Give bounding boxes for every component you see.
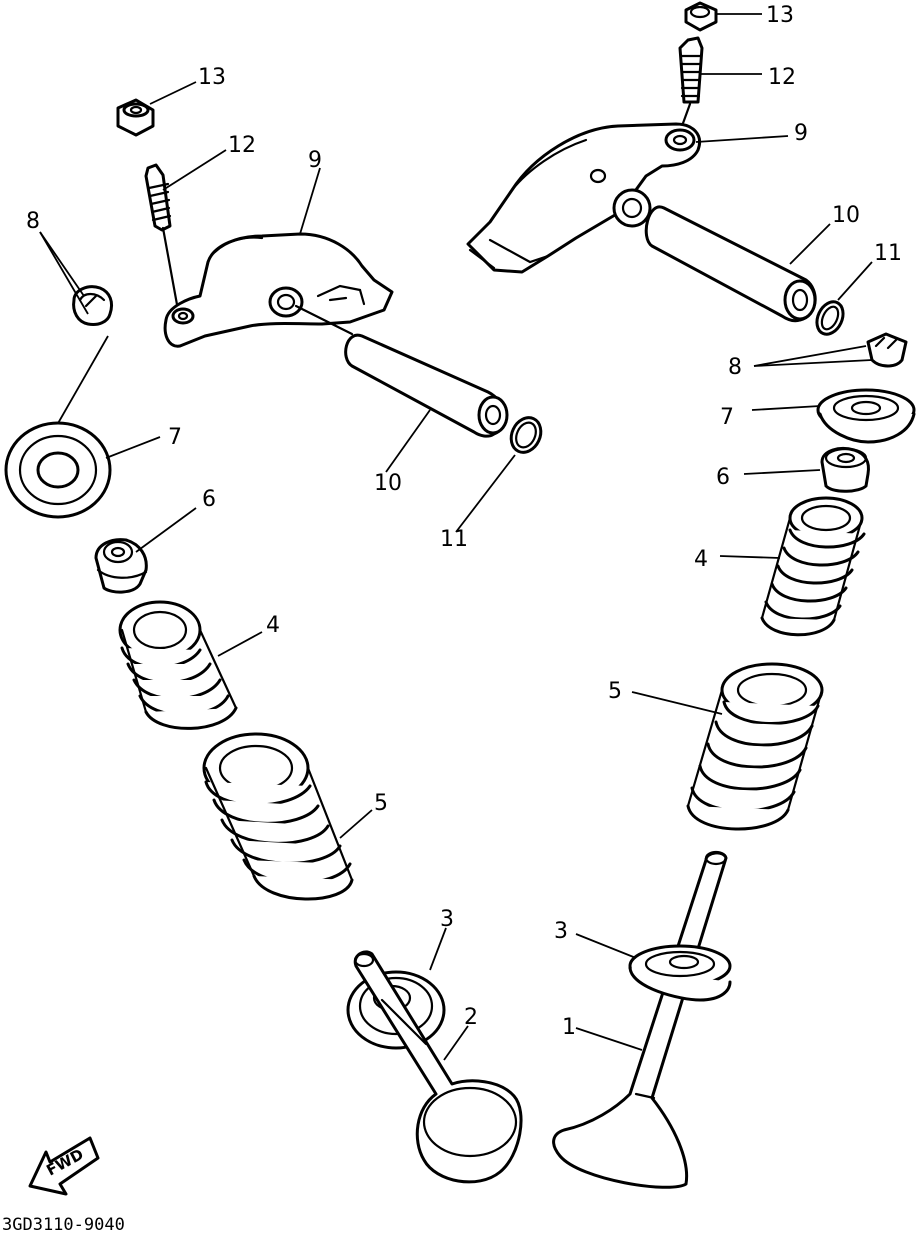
o-ring-left xyxy=(509,416,543,454)
callout-3-left: 3 xyxy=(440,907,454,932)
callout-12-left: 12 xyxy=(228,133,256,158)
stem-seal-left xyxy=(94,538,148,594)
nut-right xyxy=(684,1,718,32)
callout-1: 1 xyxy=(562,1015,576,1040)
valve-left xyxy=(353,950,523,1184)
callout-5-right: 5 xyxy=(608,679,622,704)
callout-12-right: 12 xyxy=(768,65,796,90)
callout-11-left: 11 xyxy=(440,527,468,552)
callout-10-left: 10 xyxy=(374,471,402,496)
nut-left xyxy=(116,98,155,137)
callout-7-left: 7 xyxy=(168,425,182,450)
adjusting-screw-right xyxy=(678,36,704,128)
valve-cotter-right xyxy=(866,332,908,368)
o-ring-right xyxy=(815,300,845,336)
callout-10-right: 10 xyxy=(832,203,860,228)
callout-5-left: 5 xyxy=(374,791,388,816)
callout-4-left: 4 xyxy=(266,613,280,638)
callout-13-left: 13 xyxy=(198,65,226,90)
drawing-code: 3GD3110-9040 xyxy=(2,1215,125,1235)
stem-seal-right xyxy=(820,447,870,493)
callout-13-right: 13 xyxy=(766,3,794,28)
callout-9-right: 9 xyxy=(794,121,808,146)
valve-cotter-left xyxy=(72,285,114,326)
inner-spring-left xyxy=(118,600,238,730)
callout-6-right: 6 xyxy=(716,465,730,490)
callout-6-left: 6 xyxy=(202,487,216,512)
forward-direction-arrow: FWD xyxy=(28,1136,100,1196)
callout-8-left: 8 xyxy=(26,209,40,234)
inner-spring-right xyxy=(760,496,866,637)
rocker-arm-right xyxy=(466,122,701,274)
spring-seat-right xyxy=(628,944,732,1002)
spring-retainer-left xyxy=(4,421,112,519)
valve-right xyxy=(552,850,728,1189)
rocker-shaft-left xyxy=(294,304,509,438)
callout-2: 2 xyxy=(464,1005,478,1030)
rocker-shaft-right xyxy=(644,205,817,323)
outer-spring-right xyxy=(686,662,824,831)
adjusting-screw-left xyxy=(144,163,180,312)
callout-4-right: 4 xyxy=(694,547,708,572)
spring-retainer-right xyxy=(816,388,916,444)
rocker-arm-left xyxy=(163,232,394,348)
outer-spring-left xyxy=(202,732,354,901)
callout-7-right: 7 xyxy=(720,405,734,430)
callout-11-right: 11 xyxy=(874,241,902,266)
callout-8-right: 8 xyxy=(728,355,742,380)
callout-9-left: 9 xyxy=(308,148,322,173)
callout-3-right: 3 xyxy=(554,919,568,944)
